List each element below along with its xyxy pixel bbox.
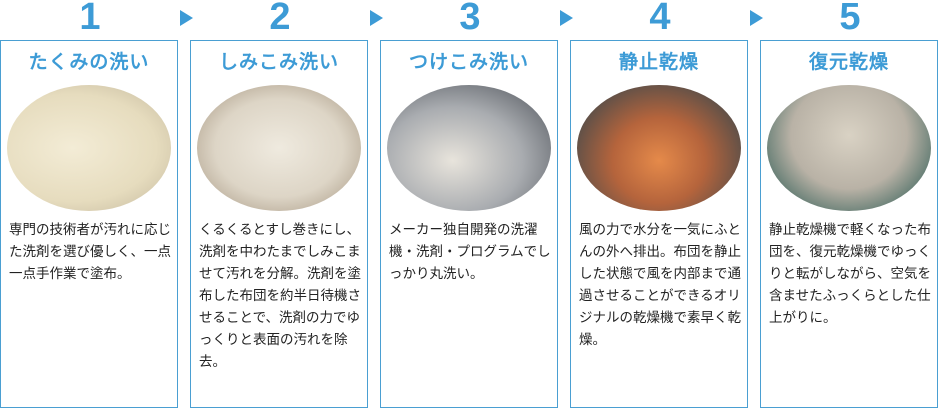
step-photo	[197, 85, 361, 211]
step-card: 復元乾燥 静止乾燥機で軽くなった布団を、復元乾燥機でゆっくりと転がしながら、空気…	[760, 40, 938, 408]
step-photo	[7, 85, 171, 211]
step-number: 4	[649, 0, 671, 38]
step-number: 1	[79, 0, 101, 38]
step-title: 復元乾燥	[808, 51, 889, 73]
step-5: 5 復元乾燥 静止乾燥機で軽くなった布団を、復元乾燥機でゆっくりと転がしながら、…	[760, 0, 940, 410]
step-number: 3	[459, 0, 481, 38]
step-description: メーカー独自開発の洗濯機・洗剤・プログラムでしっかり丸洗い。	[389, 222, 551, 282]
step-number: 2	[269, 0, 291, 38]
step-description: 風の力で水分を一気にふとんの外へ排出。布団を静止した状態で風を内部まで通過させる…	[579, 222, 741, 348]
arrow-right-icon	[560, 10, 573, 26]
step-4: 4 静止乾燥 風の力で水分を一気にふとんの外へ排出。布団を静止した状態で風を内部…	[570, 0, 750, 410]
step-1: 1 たくみの洗い 専門の技術者が汚れに応じた洗剤を選び優しく、一点一点手作業で塗…	[0, 0, 180, 410]
step-card: 静止乾燥 風の力で水分を一気にふとんの外へ排出。布団を静止した状態で風を内部まで…	[570, 40, 748, 408]
step-title: 静止乾燥	[618, 51, 699, 73]
arrow-right-icon	[180, 10, 193, 26]
step-number: 5	[839, 0, 861, 38]
step-title: しみこみ洗い	[218, 51, 339, 73]
step-card: つけこみ洗い メーカー独自開発の洗濯機・洗剤・プログラムでしっかり丸洗い。	[380, 40, 558, 408]
step-3: 3 つけこみ洗い メーカー独自開発の洗濯機・洗剤・プログラムでしっかり丸洗い。	[380, 0, 560, 410]
step-photo	[577, 85, 741, 211]
arrow-right-icon	[750, 10, 763, 26]
step-description: 静止乾燥機で軽くなった布団を、復元乾燥機でゆっくりと転がしながら、空気を含ませた…	[769, 222, 931, 326]
step-description: くるくるとすし巻きにし、洗剤を中わたまでしみこませて汚れを分解。洗剤を塗布した布…	[199, 222, 361, 370]
step-card: しみこみ洗い くるくるとすし巻きにし、洗剤を中わたまでしみこませて汚れを分解。洗…	[190, 40, 368, 408]
arrow-right-icon	[370, 10, 383, 26]
step-photo	[767, 85, 931, 211]
step-2: 2 しみこみ洗い くるくるとすし巻きにし、洗剤を中わたまでしみこませて汚れを分解…	[190, 0, 370, 410]
step-title: つけこみ洗い	[408, 51, 529, 73]
step-title: たくみの洗い	[28, 51, 150, 73]
step-card: たくみの洗い 専門の技術者が汚れに応じた洗剤を選び優しく、一点一点手作業で塗布。	[0, 40, 178, 408]
step-photo	[387, 85, 551, 211]
step-description: 専門の技術者が汚れに応じた洗剤を選び優しく、一点一点手作業で塗布。	[9, 222, 171, 282]
